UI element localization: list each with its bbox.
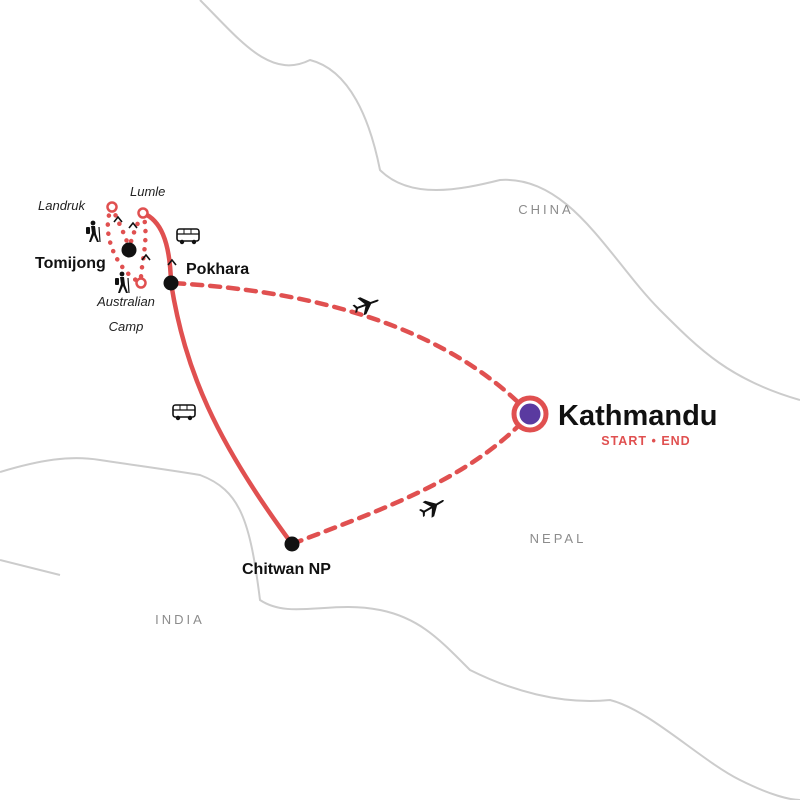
place-label-australian-camp-line1: Australian [96, 294, 155, 309]
country-label-nepal: NEPAL [530, 531, 587, 546]
border-nepal-india [0, 457, 800, 800]
route-pokhara-chitwan [168, 280, 295, 547]
stop-chitwan [284, 536, 300, 552]
route-lines [105, 204, 533, 547]
bus-icon [172, 404, 196, 422]
trek-loop-east [138, 210, 148, 286]
hiker-icon [85, 220, 101, 243]
start-end-label: START • END [601, 434, 690, 448]
place-label-chitwan: Chitwan NP [242, 561, 331, 578]
plane-icon [416, 492, 449, 522]
country-label-china: CHINA [518, 202, 573, 217]
route-lumle-pokhara [140, 210, 174, 286]
route-chitwan-kathmandu-flight [289, 411, 533, 547]
stop-tomijong [121, 242, 137, 258]
stop-lumle [137, 207, 149, 219]
route-kathmandu-pokhara-flight [168, 280, 533, 417]
bus-icon [176, 228, 200, 245]
place-label-landruk: Landruk [38, 198, 86, 213]
tent-icon [141, 254, 151, 261]
place-label-pokhara: Pokhara [186, 261, 249, 278]
tent-icon [113, 216, 123, 223]
place-label-lumle: Lumle [130, 184, 165, 199]
stop-australian-camp [135, 277, 147, 289]
place-label-kathmandu: Kathmandu [558, 400, 718, 432]
border-china-nepal [199, 0, 800, 401]
country-label-india: INDIA [155, 612, 205, 627]
place-label-australian-camp-line2: Camp [109, 319, 144, 334]
stop-landruk [106, 201, 118, 213]
border-india-west [0, 559, 61, 576]
stop-pokhara [163, 275, 179, 291]
trek-loop-west [105, 204, 144, 286]
place-label-tomijong: Tomijong [35, 255, 106, 272]
stop-kathmandu [519, 403, 541, 425]
